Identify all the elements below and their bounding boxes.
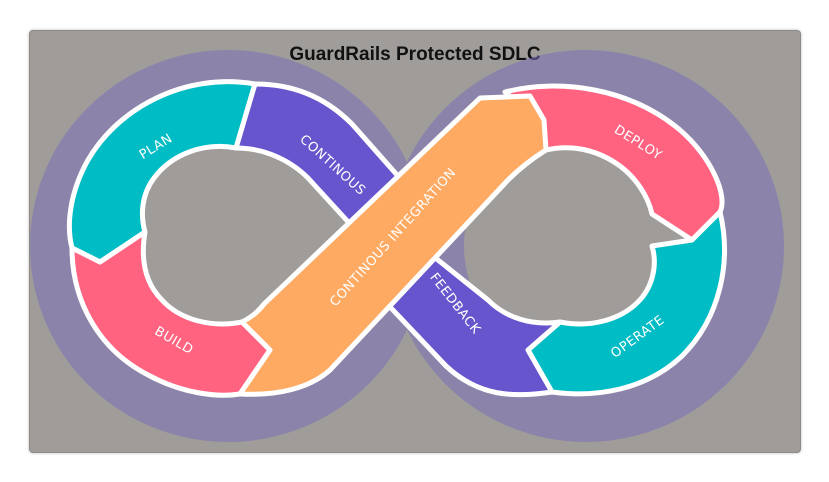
diagram-title: GuardRails Protected SDLC <box>289 44 541 65</box>
plan-segment <box>66 79 258 265</box>
continuous-integration-arrow <box>237 93 549 397</box>
feedback-segment <box>371 249 563 398</box>
operate-segment <box>525 209 727 397</box>
deploy-segment <box>502 83 725 243</box>
